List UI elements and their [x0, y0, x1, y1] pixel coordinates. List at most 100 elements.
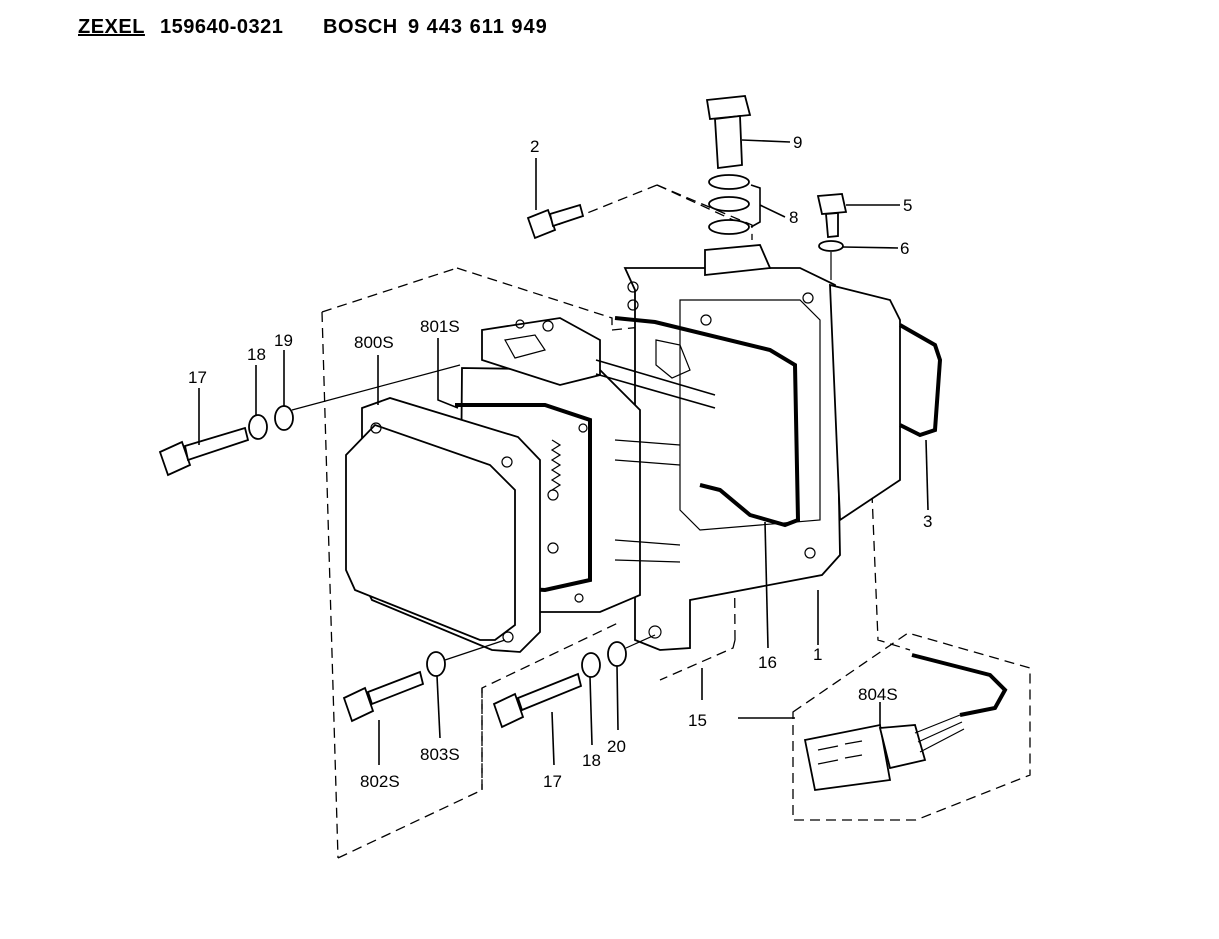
- top-hole: [542, 320, 554, 332]
- washer-8-c: [708, 219, 750, 235]
- cover-800s: [345, 397, 541, 653]
- bolt-17-left-head: [158, 440, 192, 477]
- screw-5-shank: [825, 212, 839, 238]
- top-hole: [515, 319, 525, 329]
- frame-hole: [578, 423, 588, 433]
- callout-9: 9: [793, 133, 802, 152]
- bolt-17-lower-axis: [625, 634, 656, 649]
- bolt-17-left-shank: [183, 426, 250, 462]
- bolt-17-lower-shank: [516, 672, 583, 712]
- leader-803s: [436, 675, 441, 739]
- leader-dash-1: [869, 444, 911, 651]
- cover-hole: [370, 422, 382, 434]
- sensor-hole: [547, 542, 559, 554]
- bolt-axis-left: [291, 364, 461, 411]
- leader-6: [842, 246, 899, 249]
- washer-20: [607, 641, 627, 667]
- gasket-3: [899, 323, 943, 438]
- banjo-bolt-9-shank: [714, 114, 743, 170]
- housing-rear-box: [829, 283, 901, 522]
- callout-801s: 801S: [420, 317, 460, 336]
- housing-flange: [623, 267, 841, 651]
- callout-803s: 803S: [420, 745, 460, 764]
- screw-2-head: [526, 208, 557, 240]
- bolt-hole: [627, 299, 639, 311]
- callout-17-left: 17: [188, 368, 207, 387]
- bolt-hole: [648, 625, 662, 639]
- coil-spring: [550, 439, 562, 491]
- bolt-hole: [700, 314, 712, 326]
- callout-6: 6: [900, 239, 909, 258]
- bolt-17-left-assembly: [158, 364, 461, 477]
- callout-3: 3: [923, 512, 932, 531]
- housing-top-boss: [704, 244, 772, 277]
- frame-hole: [574, 593, 584, 603]
- leader-18-lower: [589, 676, 593, 746]
- bolt-17-lower-head: [492, 692, 525, 729]
- callout-1: 1: [813, 645, 822, 664]
- leader-16: [764, 521, 769, 649]
- harness-cable: [911, 653, 1008, 717]
- callout-20: 20: [607, 737, 626, 756]
- connector-804s: [803, 653, 1008, 792]
- screw-5-head: [816, 193, 848, 215]
- bolt-hole: [802, 292, 814, 304]
- leader-17-lower: [551, 711, 555, 766]
- leader-8: [750, 184, 786, 228]
- callout-8: 8: [789, 208, 798, 227]
- rod-end: [655, 339, 691, 379]
- callout-18-lower: 18: [582, 751, 601, 770]
- bosch-part-number: 9 443 611 949: [408, 16, 548, 38]
- washer-6: [818, 240, 844, 252]
- zexel-label: ZEXEL: [78, 16, 145, 38]
- callout-18-left: 18: [247, 345, 266, 364]
- connector-wires: [914, 714, 965, 753]
- callout-5: 5: [903, 196, 912, 215]
- banjo-bolt-9-head: [705, 95, 752, 120]
- screw-2-shank: [548, 203, 585, 228]
- washer-19: [274, 405, 294, 431]
- bolt-hole: [627, 281, 639, 293]
- washer-18-left: [248, 414, 268, 440]
- bolt-802s-head: [342, 686, 375, 723]
- callout-804s: 804S: [858, 685, 898, 704]
- leader-3: [925, 439, 929, 511]
- bosch-label: BOSCH: [323, 16, 398, 38]
- connector-boot: [878, 724, 927, 770]
- governor-housing: [614, 244, 943, 651]
- washer-8-a: [708, 174, 750, 190]
- screw-2: [526, 203, 585, 240]
- leader-801s: [437, 338, 459, 409]
- callout-800s: 800S: [354, 333, 394, 352]
- group-outline-804s: [792, 632, 1031, 821]
- bolt-hole: [804, 547, 816, 559]
- washer-803s: [426, 651, 446, 677]
- cover-hole: [502, 631, 514, 643]
- gasket-16: [614, 316, 801, 528]
- bolt-802s-shank: [366, 670, 425, 706]
- leader-20: [616, 665, 619, 731]
- callout-17-lower: 17: [543, 772, 562, 791]
- cover-hole: [501, 456, 513, 468]
- washer-18-lower: [581, 652, 601, 678]
- leader-lines: [198, 139, 929, 766]
- control-rod: [595, 359, 716, 409]
- leader-9: [741, 139, 791, 143]
- callout-16: 16: [758, 653, 777, 672]
- frame-rib: [614, 439, 681, 563]
- connector-pins: [817, 740, 863, 765]
- sensor-hole: [547, 489, 559, 501]
- washer-8-b: [708, 196, 750, 212]
- banjo-bolt-assembly: [705, 95, 786, 235]
- housing-inner-rect: [679, 299, 821, 531]
- actuator-top-slot: [504, 334, 546, 359]
- lower-bolt-assemblies: [342, 634, 656, 729]
- bolt-802s-axis: [444, 639, 506, 661]
- callout-labels: 2 9 8 5 6 3 1 16 15 804S 800S 801S 17 18…: [188, 133, 932, 791]
- zexel-part-number: 159640-0321: [160, 16, 284, 38]
- screw-assembly-5: [816, 193, 848, 280]
- callout-2: 2: [530, 137, 539, 156]
- callout-802s: 802S: [360, 772, 400, 791]
